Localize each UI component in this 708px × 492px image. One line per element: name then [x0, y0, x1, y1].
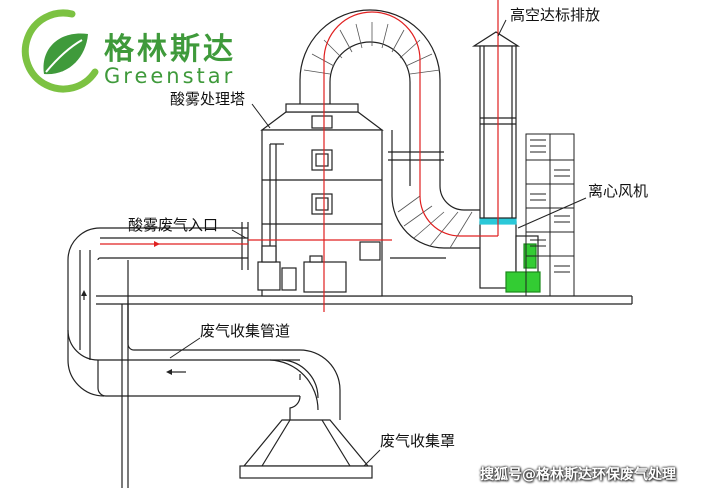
label-exhaust: 高空达标排放	[510, 6, 601, 24]
collection-duct	[67, 222, 341, 488]
circulation-pump	[257, 245, 347, 293]
label-tower: 酸雾处理塔	[170, 90, 246, 108]
duct-hatching	[303, 22, 473, 249]
tower-to-fan-duct	[299, 9, 480, 259]
label-fan: 离心风机	[588, 182, 649, 200]
ground-slab	[96, 295, 633, 305]
brand-name-en: Greenstar	[104, 64, 236, 88]
watermark: 搜狐号@格林斯达环保废气处理	[480, 467, 676, 483]
centrifugal-fan	[479, 217, 541, 293]
leader-lines	[169, 19, 587, 467]
steel-platform	[525, 133, 575, 297]
label-inlet: 酸雾废气入口	[128, 216, 219, 234]
leaf-logo-icon	[21, 9, 99, 93]
exhaust-stack	[471, 31, 521, 219]
label-hood: 废气收集罩	[380, 432, 456, 450]
label-duct: 废气收集管道	[200, 322, 291, 340]
brand-name-cn: 格林斯达	[104, 32, 236, 67]
collection-hood	[239, 419, 373, 479]
flow-arrow-icon	[154, 241, 160, 247]
airflow-path	[100, 0, 499, 312]
